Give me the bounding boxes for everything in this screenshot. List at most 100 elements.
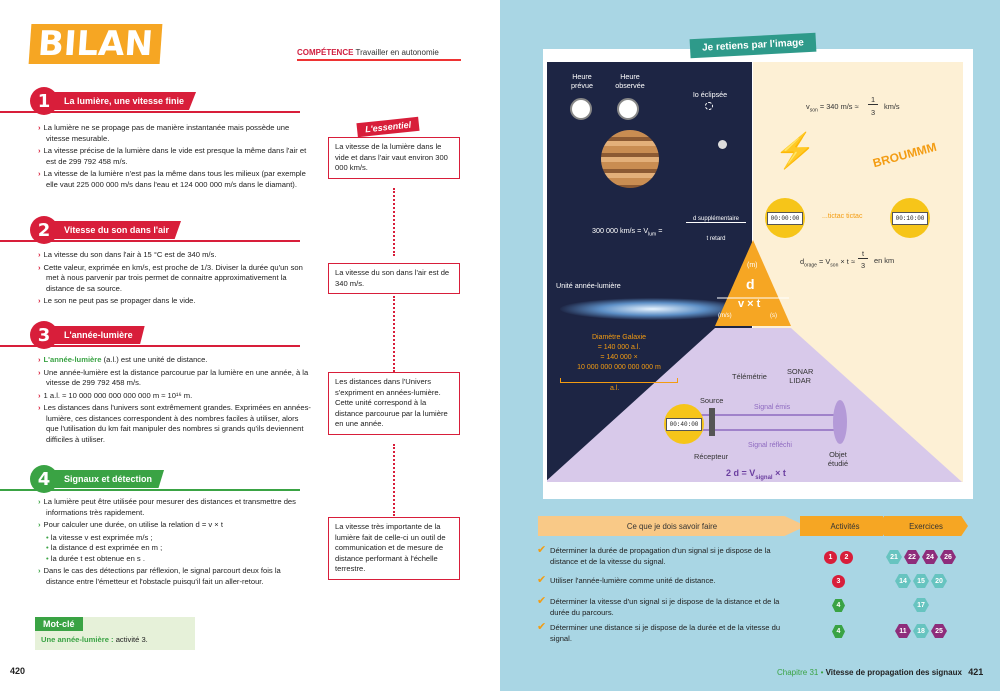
io-label: Io éclipsée <box>692 90 728 99</box>
th-savoir: Ce que je dois savoir faire <box>538 516 806 536</box>
competence-label: COMPÉTENCE <box>297 48 354 57</box>
section-1-header: 1 La lumière, une vitesse finie <box>30 87 197 115</box>
section-2-body: ›La vitesse du son dans l'air à 15 °C es… <box>36 250 311 309</box>
sub-item: • la durée t est obtenue en s . <box>46 553 145 563</box>
tri-s: (s) <box>770 313 777 319</box>
one: 1 <box>868 95 878 105</box>
list-item: ›La vitesse de la lumière n'est pas la m… <box>38 169 306 189</box>
three-den: 3 <box>860 261 866 270</box>
essentiel-badge: L'essentiel <box>356 116 420 138</box>
lightning-icon: ⚡ <box>774 132 817 170</box>
activity-badge: 2 <box>840 551 853 564</box>
list-item: ›Cette valeur, exprimée en km/s, est pro… <box>38 262 303 293</box>
list-item: ›La lumière peut être utilisée pour mesu… <box>38 497 296 517</box>
vlum-formula: 300 000 km/s = Vlum = <box>592 226 663 238</box>
skill-row-1: ✔Déterminer la durée de propagation d'un… <box>537 544 771 566</box>
divider <box>0 111 300 113</box>
source-label: Source <box>700 396 724 405</box>
section-3-number: 3 <box>30 321 58 349</box>
sub-item: • la distance d est exprimée en m ; <box>46 543 163 552</box>
page-number-left: 420 <box>10 666 26 676</box>
divider <box>0 345 300 347</box>
skill-row-4: ✔Déterminer une distance si je dispose d… <box>537 621 781 643</box>
section-3-title: L'année-lumière <box>54 326 145 344</box>
fraction-denominator: t retard <box>706 236 726 242</box>
galaxy-icon <box>560 298 745 320</box>
exercise-badge: 17 <box>913 598 929 612</box>
recepteur-label: Récepteur <box>694 452 729 461</box>
galaxie-text: Diamètre Galaxie= 140 000 a.l.= 140 000 … <box>577 334 661 371</box>
essentiel-box-3: Les distances dans l'Univers s'expriment… <box>328 372 460 435</box>
section-4-header: 4 Signaux et détection <box>30 465 165 493</box>
dotted-line <box>393 296 395 372</box>
exercise-badge: 21 <box>886 550 902 564</box>
tri-ms: (m/s) <box>718 313 732 319</box>
exercise-badge: 20 <box>931 574 947 588</box>
activity-badge: 4 <box>832 625 845 638</box>
list-item: ›Dans le cas des détections par réflexio… <box>38 566 281 586</box>
fraction-numerator: d supplémentaire <box>686 216 746 223</box>
th-activites: Activités <box>800 516 890 536</box>
tictac-text: ...tictac tictac <box>822 213 863 220</box>
formula-2d: 2 d = Vsignal × t <box>726 468 786 481</box>
section-3-header: 3 L'année-lumière <box>30 321 145 349</box>
list-item: ›Pour calculer une durée, on utilise la … <box>38 520 223 529</box>
list-item: ›1 a.l. ≈ 10 000 000 000 000 000 m ≈ 10¹… <box>38 390 193 400</box>
three: 3 <box>870 108 876 117</box>
signal-emis: Signal émis <box>754 404 791 411</box>
vson-formula: vson = 340 m/s ≈ <box>806 102 859 114</box>
tri-d: d <box>746 276 755 292</box>
section-1-body: ›La lumière ne se propage pas de manière… <box>36 123 311 192</box>
signal-reflechi: Signal réfléchi <box>748 442 792 449</box>
section-4-body: ›La lumière peut être utilisée pour mesu… <box>36 497 311 589</box>
mot-cle-ref: activité 3. <box>113 635 148 644</box>
exercise-badge: 26 <box>940 550 956 564</box>
essentiel-box-4: La vitesse très importante de la lumière… <box>328 517 460 580</box>
section-2-header: 2 Vitesse du son dans l'air <box>30 216 182 244</box>
exercise-badge: 15 <box>913 574 929 588</box>
activity-badge: 4 <box>832 599 845 612</box>
th-exercices: Exercices <box>884 516 968 536</box>
list-item: ›Une année-lumière est la distance parco… <box>38 367 309 388</box>
section-2-title: Vitesse du son dans l'air <box>54 221 182 239</box>
exercise-badge: 22 <box>904 550 920 564</box>
clock-icon <box>570 98 592 120</box>
al-bracket <box>560 378 678 383</box>
divider <box>0 489 300 491</box>
unite-label: Unité année-lumière <box>556 281 621 290</box>
stopwatch-icon: 00:40:00 <box>664 404 704 444</box>
kms-unit: km/s <box>884 102 900 111</box>
list-item: ›La vitesse précise de la lumière dans l… <box>38 146 307 166</box>
io-icon <box>718 140 727 149</box>
exercise-badge: 14 <box>895 574 911 588</box>
skill-row-2: ✔Utiliser l'année-lumière comme unité de… <box>537 574 716 586</box>
en-km: en km <box>874 256 895 265</box>
exercise-badge: 24 <box>922 550 938 564</box>
list-item: ›L'année-lumière (a.l.) est une unité de… <box>38 355 208 364</box>
clock-icon <box>617 98 639 120</box>
competence-bar: COMPÉTENCE Travailler en autonomie <box>297 48 461 61</box>
mot-cle-title: Mot-clé <box>35 617 83 631</box>
activity-badge: 3 <box>832 575 845 588</box>
stopwatch-icon: 00:10:00 <box>890 198 930 238</box>
tri-m: (m) <box>747 262 758 269</box>
section-4-number: 4 <box>30 465 58 493</box>
sub-item: • la vitesse v est exprimée m/s ; <box>46 532 153 542</box>
essentiel-box-1: La vitesse de la lumière dans le vide et… <box>328 137 460 179</box>
divider <box>0 240 300 242</box>
heure-prevue-label: Heure prévue <box>571 72 593 90</box>
objet-label: Objet étudié <box>827 450 849 468</box>
list-item: ›Le son ne peut pas se propager dans le … <box>38 296 196 305</box>
heure-observee-label: Heure observée <box>615 72 645 90</box>
exercise-badge: 25 <box>931 624 947 638</box>
section-3-body: ›L'année-lumière (a.l.) est une unité de… <box>36 355 311 447</box>
mot-cle-term: Une année-lumière : <box>41 635 114 644</box>
bilan-title: BILAN <box>28 24 163 64</box>
t-num: t <box>858 249 868 259</box>
footer-right: Chapitre 31 • Vitesse de propagation des… <box>777 667 984 677</box>
dotted-line <box>393 188 395 256</box>
activity-badge: 1 <box>824 551 837 564</box>
section-2-number: 2 <box>30 216 58 244</box>
io-moon-icon <box>705 102 713 110</box>
